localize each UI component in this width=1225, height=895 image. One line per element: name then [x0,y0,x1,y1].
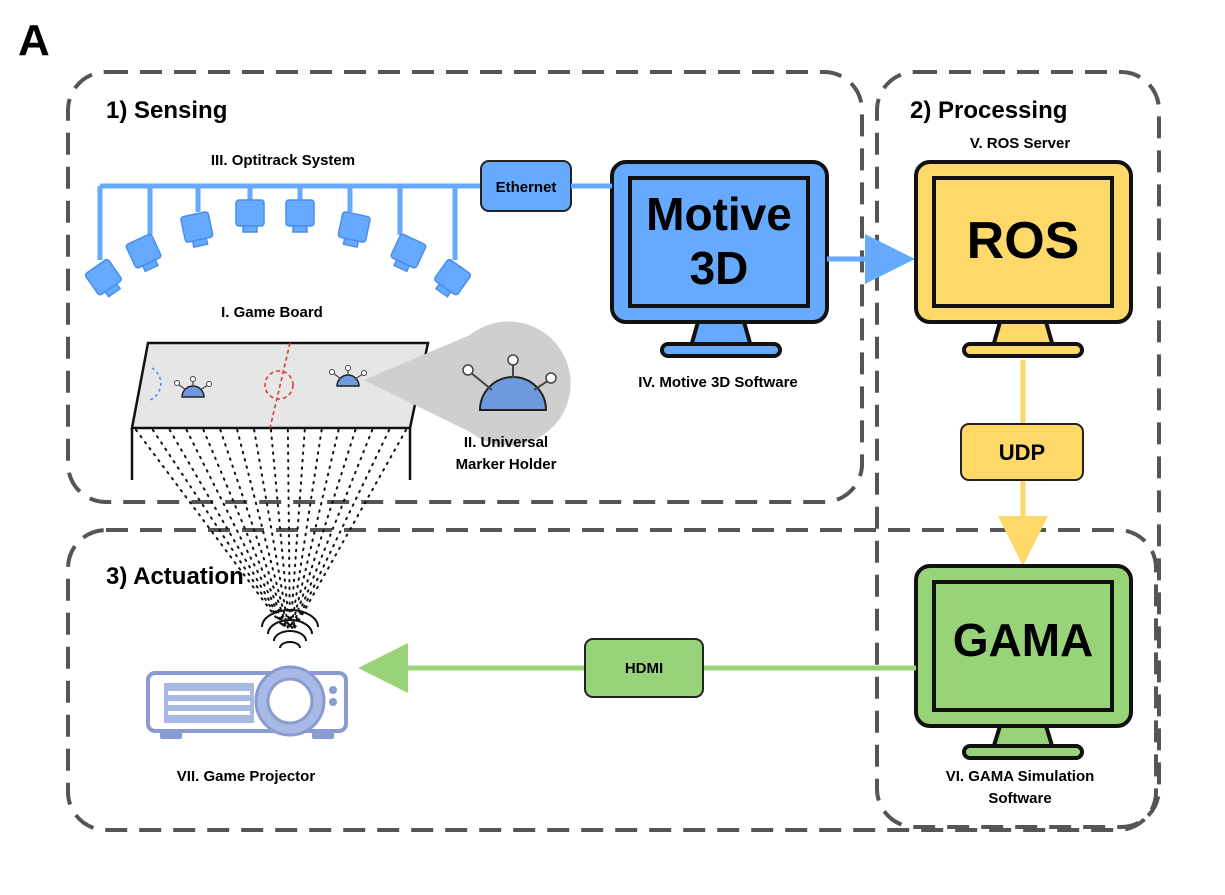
projection-beams [135,429,407,629]
gama-caption-2: Software [988,790,1051,807]
hdmi-box [584,638,704,698]
ros-monitor-icon [914,160,1133,358]
projector-caption: VII. Game Projector [177,768,316,785]
projector-icon [146,609,348,739]
projection-beam-line [253,429,290,629]
projection-beam-line [168,429,287,629]
sensing-title: 1) Sensing [106,97,227,124]
projection-beam-line [270,429,291,629]
projection-beam-line [291,429,357,629]
processing-section-border [875,70,1161,829]
gama-caption-1: VI. GAMA Simulation [946,768,1095,785]
ros-caption: V. ROS Server [970,135,1071,152]
gama-monitor-icon [914,564,1133,760]
gama-screen-text: GAMA [953,614,1094,666]
motive-screen-text-2: 3D [690,242,749,294]
motive-screen-text-1: Motive [646,188,792,240]
projection-beam-line [293,429,407,629]
processing-title: 2) Processing [910,97,1067,124]
marker-holder-icon [329,365,367,387]
projection-beam-line [219,429,289,629]
panel-letter: A [18,16,50,65]
ros-screen-text: ROS [967,212,1080,270]
projection-beam-line [290,429,323,629]
projection-beam-line [289,429,306,629]
actuation-title: 3) Actuation [106,563,244,590]
sensing-section-border [66,70,864,504]
optitrack-label: III. Optitrack System [211,152,355,169]
projection-beam-line [292,429,374,629]
marker-holder-label-2: Marker Holder [456,456,557,473]
projection-beam-line [202,429,288,629]
motive-monitor-icon [610,160,829,358]
marker-holder-icon [174,376,212,398]
projection-beam-line [286,429,291,629]
projection-beam-line [151,429,286,629]
optitrack-camera-icon [84,199,472,298]
udp-label: UDP [999,440,1045,465]
marker-holder-icon [462,354,557,411]
projection-beam-line [292,429,391,629]
projection-beam-line [185,429,287,629]
ethernet-label: Ethernet [496,179,557,196]
hdmi-label: HDMI [625,660,663,677]
marker-holder-label-1: II. Universal [464,434,548,451]
game-board-label: I. Game Board [221,304,323,321]
motive-caption: IV. Motive 3D Software [638,374,798,391]
udp-box [960,423,1084,481]
game-board [130,341,430,480]
